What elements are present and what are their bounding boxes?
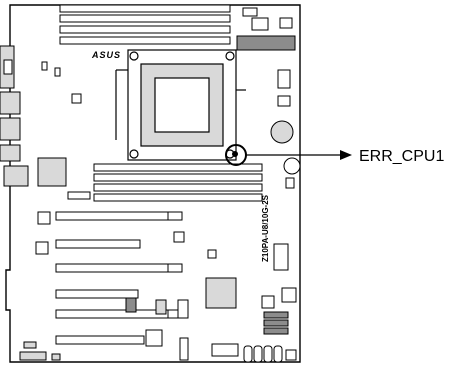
misc-components <box>35 93 185 255</box>
callout-arrow-head <box>340 150 352 160</box>
err-cpu1-led <box>232 151 238 157</box>
top-right-connectors <box>236 7 301 189</box>
sata-connectors <box>243 311 297 363</box>
pcie-slots <box>55 163 263 345</box>
top-dimm-slots <box>59 4 231 45</box>
cpu-socket <box>115 49 246 161</box>
chipset-area <box>125 243 297 361</box>
bottom-left-headers <box>19 341 61 361</box>
rear-io-panel <box>0 45 61 187</box>
callout-label: ERR_CPU1 <box>359 148 444 165</box>
board-model-label: Z10PA-U8/10G-2S <box>261 194 270 262</box>
brand-mark: ASUS <box>91 50 121 60</box>
